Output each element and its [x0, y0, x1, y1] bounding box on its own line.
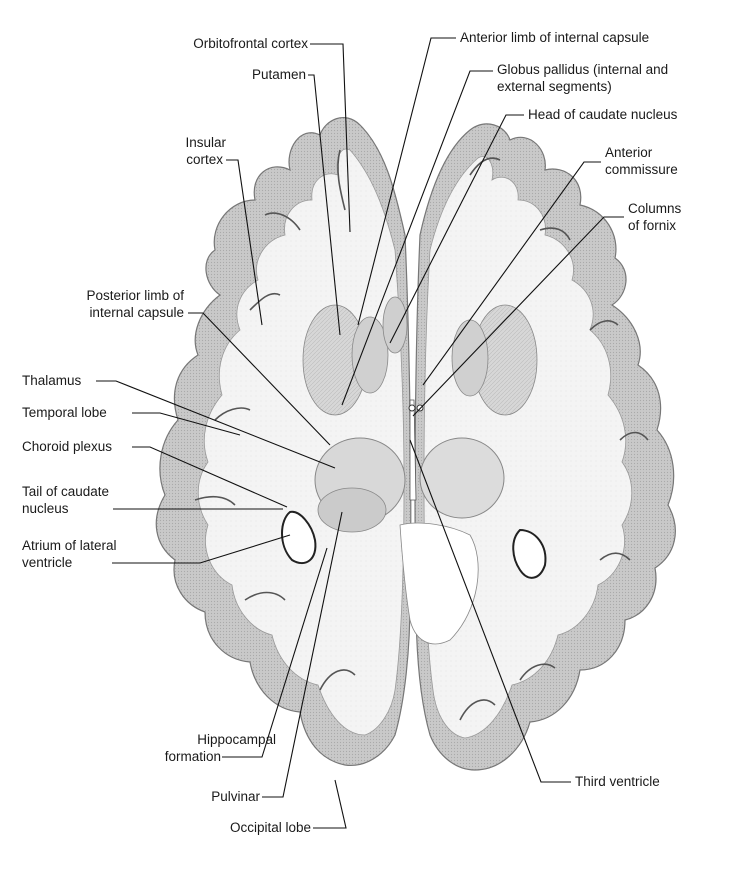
label-temporal-lobe: Temporal lobe	[22, 405, 107, 420]
label-anterior-commissure-line2: commissure	[605, 162, 678, 177]
label-tail-caudate-line2: nucleus	[22, 501, 69, 516]
left-white-matter	[197, 148, 405, 736]
label-orbitofrontal-cortex: Orbitofrontal cortex	[193, 36, 308, 51]
right-atrium-shape	[512, 528, 547, 579]
label-thalamus: Thalamus	[22, 373, 82, 388]
posterior-gap	[399, 522, 479, 645]
label-putamen: Putamen	[251, 67, 306, 82]
label-globus-pallidus-line1: Globus pallidus (internal and	[497, 62, 669, 77]
label-head-caudate: Head of caudate nucleus	[528, 107, 678, 122]
third-ventricle-shape	[409, 399, 417, 501]
label-globus-pallidus-line2: external segments)	[497, 79, 612, 94]
label-atrium-line1: Atrium of lateral	[22, 538, 117, 553]
label-tail-caudate-line1: Tail of caudate	[22, 484, 110, 499]
caudate-head-shape	[382, 296, 408, 354]
right-globus-shape	[451, 319, 489, 397]
label-insular-cortex-line2: cortex	[186, 152, 223, 167]
label-choroid-plexus: Choroid plexus	[22, 439, 113, 454]
right-thalamus-shape	[419, 437, 505, 519]
label-posterior-limb-line2: internal capsule	[89, 305, 184, 320]
label-anterior-limb: Anterior limb of internal capsule	[460, 30, 650, 45]
pulvinar-shape	[317, 487, 387, 533]
atrium-shape	[281, 510, 317, 565]
label-hippocampal-line2: formation	[164, 749, 221, 764]
label-columns-fornix-line2: of fornix	[628, 218, 677, 233]
label-hippocampal-line1: Hippocampal	[197, 732, 276, 747]
label-posterior-limb-line1: Posterior limb of	[86, 288, 184, 303]
label-columns-fornix-line1: Columns	[628, 201, 682, 216]
label-atrium-line2: ventricle	[22, 555, 73, 570]
label-pulvinar: Pulvinar	[211, 789, 260, 804]
globus-pallidus-shape	[351, 316, 389, 394]
label-third-ventricle: Third ventricle	[575, 774, 660, 789]
label-insular-cortex-line1: Insular	[185, 135, 226, 150]
leader-lines	[96, 37, 624, 829]
label-occipital-lobe: Occipital lobe	[229, 820, 311, 835]
label-anterior-commissure-line1: Anterior	[605, 145, 653, 160]
